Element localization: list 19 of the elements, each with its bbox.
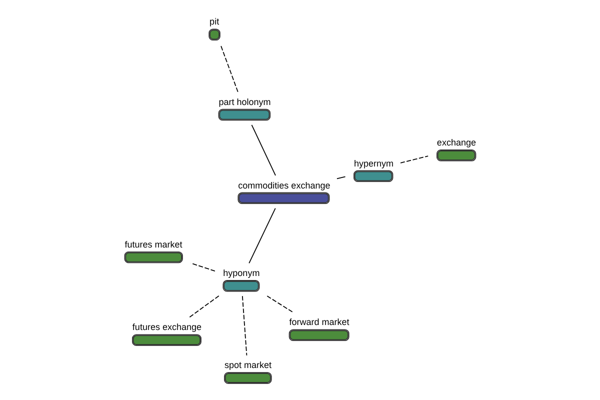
node-label: hyponym	[223, 268, 260, 278]
node-label: futures exchange	[132, 322, 202, 332]
connector	[336, 176, 346, 180]
node-label: exchange	[436, 137, 476, 148]
connector	[251, 124, 276, 176]
connector	[220, 44, 238, 92]
node-label: pit	[210, 16, 220, 27]
connector	[242, 296, 248, 356]
connector	[188, 295, 220, 318]
node-label: spot market	[224, 360, 272, 370]
node-label: hypernym	[354, 158, 394, 168]
node-label: forward market	[289, 317, 350, 328]
connector	[266, 296, 294, 313]
node-label: commodities exchange	[238, 180, 330, 190]
node-label: futures market	[124, 239, 182, 250]
connector	[248, 208, 276, 264]
connector	[190, 262, 216, 272]
node-label: part holonym	[218, 96, 271, 107]
connector	[400, 156, 429, 164]
